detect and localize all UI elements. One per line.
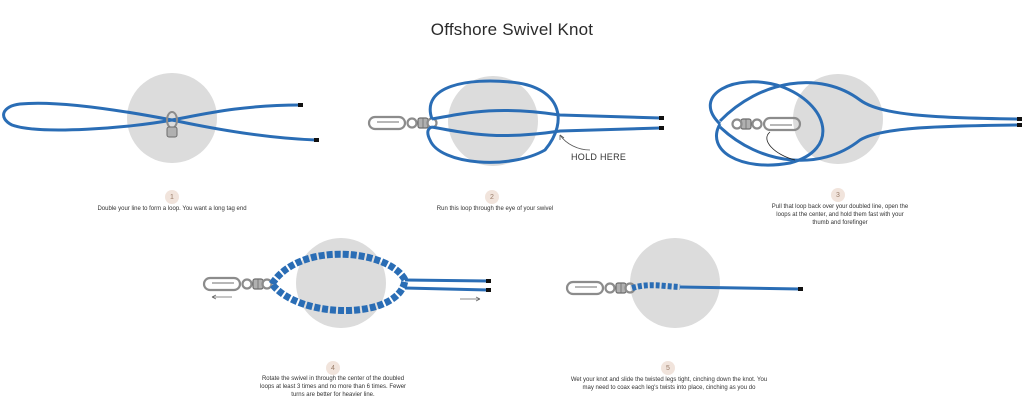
step-3-illustration — [708, 74, 1022, 167]
step-1-caption: Double your line to form a loop. You wan… — [97, 206, 247, 212]
step-5-caption: Wet your knot and slide the twisted legs… — [570, 377, 768, 391]
step-1-number: 1 — [165, 190, 179, 204]
step-3-caption: Pull that loop back over your doubled li… — [771, 204, 909, 226]
step-2-illustration — [367, 76, 664, 166]
hold-here-label: HOLD HERE — [571, 152, 627, 162]
step-3-number: 3 — [831, 188, 845, 202]
step-4-caption: Rotate the swivel in through the center … — [259, 376, 407, 398]
step-4-illustration — [202, 238, 491, 328]
step-2-caption: Run this loop through the eye of your sw… — [436, 206, 554, 212]
step-5-illustration — [565, 238, 803, 328]
step-2-number: 2 — [485, 190, 499, 204]
step-4-number: 4 — [326, 361, 340, 375]
step-5-number: 5 — [661, 361, 675, 375]
diagram-title: Offshore Swivel Knot — [430, 20, 594, 39]
step-1-illustration — [2, 73, 319, 163]
